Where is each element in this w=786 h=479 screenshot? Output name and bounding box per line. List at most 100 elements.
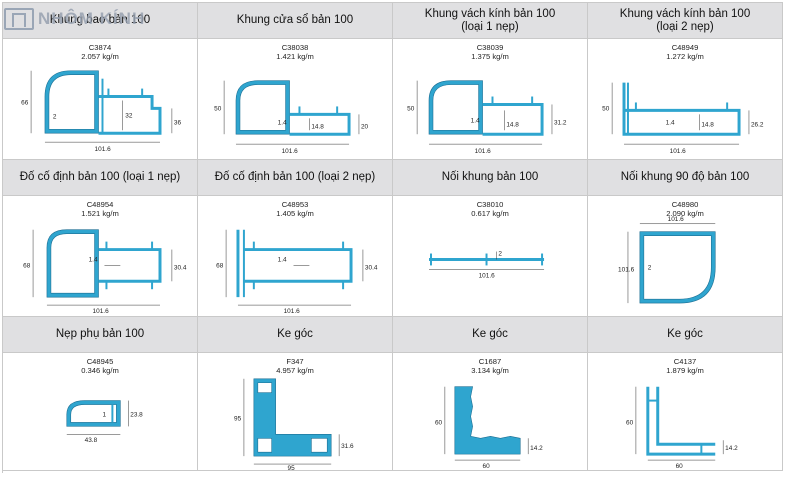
profile-weight: 1.421 kg/m <box>276 52 314 61</box>
dim-label: 60 <box>676 463 684 470</box>
profile-drawing-6: 68 1.4 30.4 101.6 <box>216 229 378 315</box>
dim-label: 101.6 <box>95 146 112 153</box>
dim-label: 95 <box>234 415 242 422</box>
dim-label: 14.8 <box>701 121 714 128</box>
profile-code: C3874 <box>88 43 112 52</box>
dim-label: 1.4 <box>278 119 287 126</box>
dim-label: 1.4 <box>278 256 287 263</box>
header-text: Ke góc <box>667 328 703 340</box>
header-text: Nối khung 90 độ bản 100 <box>620 171 750 183</box>
dim-label: 1.4 <box>666 119 675 126</box>
dim-label: 68 <box>23 262 31 269</box>
header-text: Khung cửa sổ bản 100 <box>236 14 354 26</box>
dim-label: 1 <box>102 411 106 418</box>
header-do-co-dinh-1: Đố cố định bản 100 (loại 1 nẹp) <box>3 160 198 196</box>
profile-drawing-3: 50 1.4 14.8 31.2 101.6 <box>407 80 567 155</box>
dim-label: 101.6 <box>282 148 299 155</box>
profile-drawing-2: 50 1.4 14.8 20 101.6 <box>214 80 369 155</box>
profile-shape <box>289 112 351 136</box>
profile-drawing-10: 95 31.6 95 <box>234 378 354 470</box>
dim-label: 1.4 <box>89 256 98 263</box>
watermark-logo: NHÔM KÍNH <box>4 8 145 30</box>
profile-code: C48953 <box>281 200 309 209</box>
dim-label: 30.4 <box>174 264 187 271</box>
dim-label: 101.6 <box>284 308 301 315</box>
profile-weight: 1.879 kg/m <box>666 366 704 375</box>
profile-shape <box>428 80 483 135</box>
profile-shape <box>656 386 716 446</box>
profile-weight: 0.346 kg/m <box>81 366 119 375</box>
profile-code: C48980 <box>671 200 699 209</box>
profile-shape <box>253 378 332 457</box>
profile-grid: Khung bao bản 100 Khung cửa sổ bản 100 K… <box>2 2 783 473</box>
profile-shape <box>482 102 544 136</box>
profile-code: C48949 <box>671 43 699 52</box>
dim-label: 43.8 <box>85 437 98 444</box>
dim-label: 2 <box>648 264 652 271</box>
header-khung-bao: Khung bao bản 100 <box>3 3 198 39</box>
header-text: Đố cố định bản 100 (loại 1 nẹp) <box>19 171 181 183</box>
dim-label: 1.4 <box>471 117 480 124</box>
profile-shape <box>243 248 353 283</box>
header-subtext: (loại 1 nẹp) <box>461 20 519 33</box>
profile-drawing-11: 60 14.2 60 <box>435 386 543 470</box>
profile-code: C4137 <box>673 357 697 366</box>
profile-shape <box>98 248 162 283</box>
dim-label: 68 <box>216 262 224 269</box>
header-ke-goc-1: Ke góc <box>198 317 393 353</box>
header-subtext: (loại 2 nẹp) <box>656 20 714 33</box>
profile-weight: 3.134 kg/m <box>471 366 509 375</box>
header-khung-cua-so: Khung cửa sổ bản 100 <box>198 3 393 39</box>
header-text: Ke góc <box>472 328 508 340</box>
dim-label: 50 <box>214 105 222 112</box>
header-text: Khung bao bản 100 <box>49 14 151 26</box>
profile-drawing-9: 1 23.8 43.8 <box>66 400 143 444</box>
dim-label: 101.6 <box>670 148 687 155</box>
dim-label: 31.2 <box>554 119 567 126</box>
dim-label: 101.6 <box>618 266 635 273</box>
dim-label: 14.2 <box>725 445 738 452</box>
header-khung-vach-2: Khung vách kính bản 100(loại 2 nẹp) <box>588 3 783 39</box>
profile-shape <box>622 82 741 136</box>
header-noi-khung: Nối khung bản 100 <box>393 160 588 196</box>
dim-label: 60 <box>626 419 634 426</box>
dim-label: 60 <box>483 463 491 470</box>
profile-weight: 1.405 kg/m <box>276 209 314 218</box>
profile-drawing-5: 68 1.4 30.4 101.6 <box>23 229 187 315</box>
header-text: Đố cố định bản 100 (loại 2 nẹp) <box>214 171 376 183</box>
profile-shape <box>454 386 521 455</box>
dim-label: 95 <box>288 465 296 470</box>
dim-label: 101.6 <box>668 216 685 223</box>
header-nep-phu: Nẹp phụ bản 100 <box>3 317 198 353</box>
dim-label: 14.8 <box>506 121 519 128</box>
profile-shape <box>44 70 99 134</box>
dim-label: 23.8 <box>130 411 143 418</box>
profile-shape <box>46 229 99 298</box>
profile-weight: 1.272 kg/m <box>666 52 704 61</box>
dim-label: 2 <box>498 251 502 258</box>
profile-shape <box>646 386 716 456</box>
header-khung-vach-1: Khung vách kính bản 100(loại 1 nẹp) <box>393 3 588 39</box>
profile-drawing-7b: 101.6 101.6 2 <box>618 216 716 304</box>
dim-label: 50 <box>407 105 415 112</box>
dim-label: 36 <box>174 119 182 126</box>
header-do-co-dinh-2: Đố cố định bản 100 (loại 2 nẹp) <box>198 160 393 196</box>
profile-code: C38038 <box>281 43 309 52</box>
dim-label: 101.6 <box>475 148 492 155</box>
logo-icon <box>4 8 34 30</box>
dim-label: 14.8 <box>311 123 324 130</box>
profile-code: C38010 <box>476 200 504 209</box>
profile-code: C1687 <box>478 357 502 366</box>
dim-label: 31.6 <box>341 443 354 450</box>
